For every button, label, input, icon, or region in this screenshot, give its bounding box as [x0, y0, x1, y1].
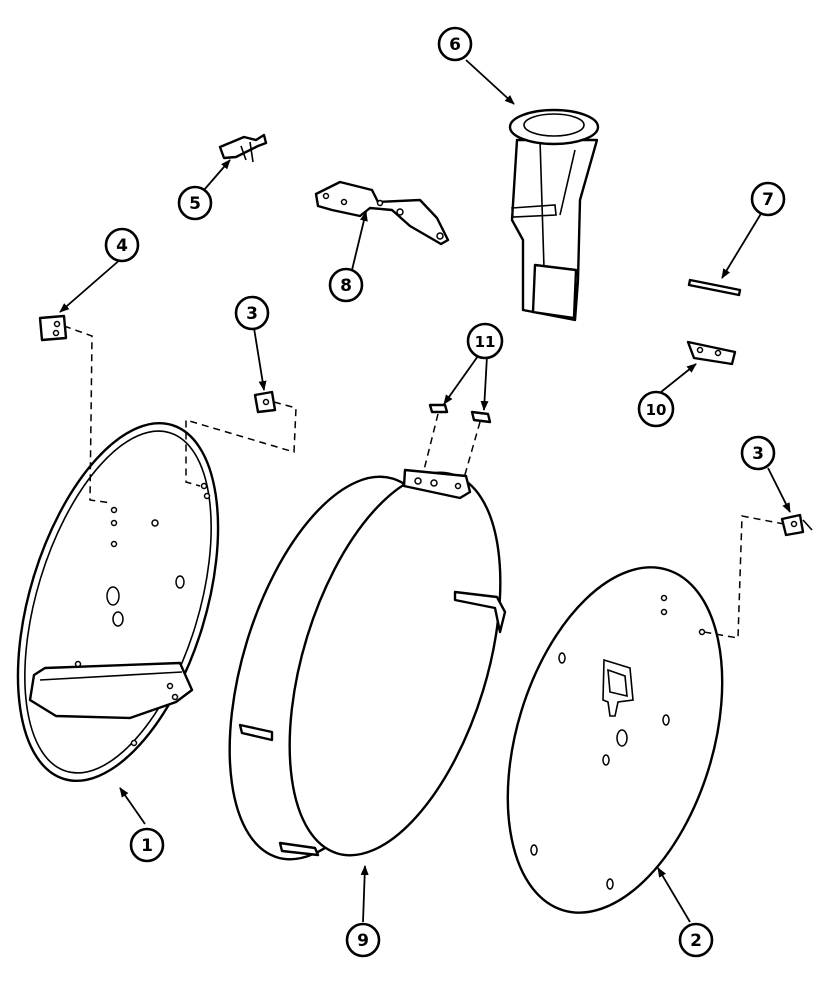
- callout-1: 1: [129, 827, 165, 863]
- callout-10: 10: [637, 390, 675, 428]
- callout-2: 2: [678, 922, 714, 958]
- part-5-t-pin: [218, 133, 268, 163]
- callout-label: 5: [189, 194, 201, 214]
- callout-label: 10: [646, 401, 667, 419]
- callout-label: 8: [340, 276, 352, 296]
- part-4-hinge-clip: [38, 314, 68, 342]
- callout-label: 1: [141, 836, 153, 856]
- callout-label: 4: [116, 236, 128, 256]
- callout-9: 9: [345, 922, 381, 958]
- callout-label: 2: [690, 931, 702, 951]
- callout-3-right: 3: [740, 435, 776, 471]
- callout-5: 5: [177, 185, 213, 221]
- callout-label: 9: [357, 931, 369, 951]
- part-11-tabs: [428, 403, 492, 424]
- callout-label: 11: [475, 333, 496, 351]
- callout-label: 3: [752, 444, 764, 464]
- part-3-clip-left: [253, 390, 277, 414]
- assembly-guide-lines: [63, 325, 785, 639]
- callout-label: 6: [449, 35, 461, 55]
- callout-8: 8: [328, 267, 364, 303]
- callout-3-left: 3: [234, 295, 270, 331]
- callout-label: 7: [762, 190, 774, 210]
- callout-7: 7: [750, 181, 786, 217]
- callout-leaders: [59, 59, 791, 923]
- callout-11: 11: [466, 322, 504, 360]
- part-3-clip-right: [780, 513, 813, 537]
- part-10-small-bracket: [686, 340, 737, 366]
- part-6-chute: [508, 108, 600, 322]
- part-7-pin: [687, 278, 742, 297]
- part-2-right-end-plate: [506, 566, 724, 914]
- part-1-left-end-plate: [16, 422, 220, 782]
- callout-6: 6: [437, 26, 473, 62]
- callout-label: 3: [246, 304, 258, 324]
- part-9-wrapper-band: [228, 468, 507, 861]
- callout-4: 4: [104, 227, 140, 263]
- part-8-bracket: [314, 180, 450, 246]
